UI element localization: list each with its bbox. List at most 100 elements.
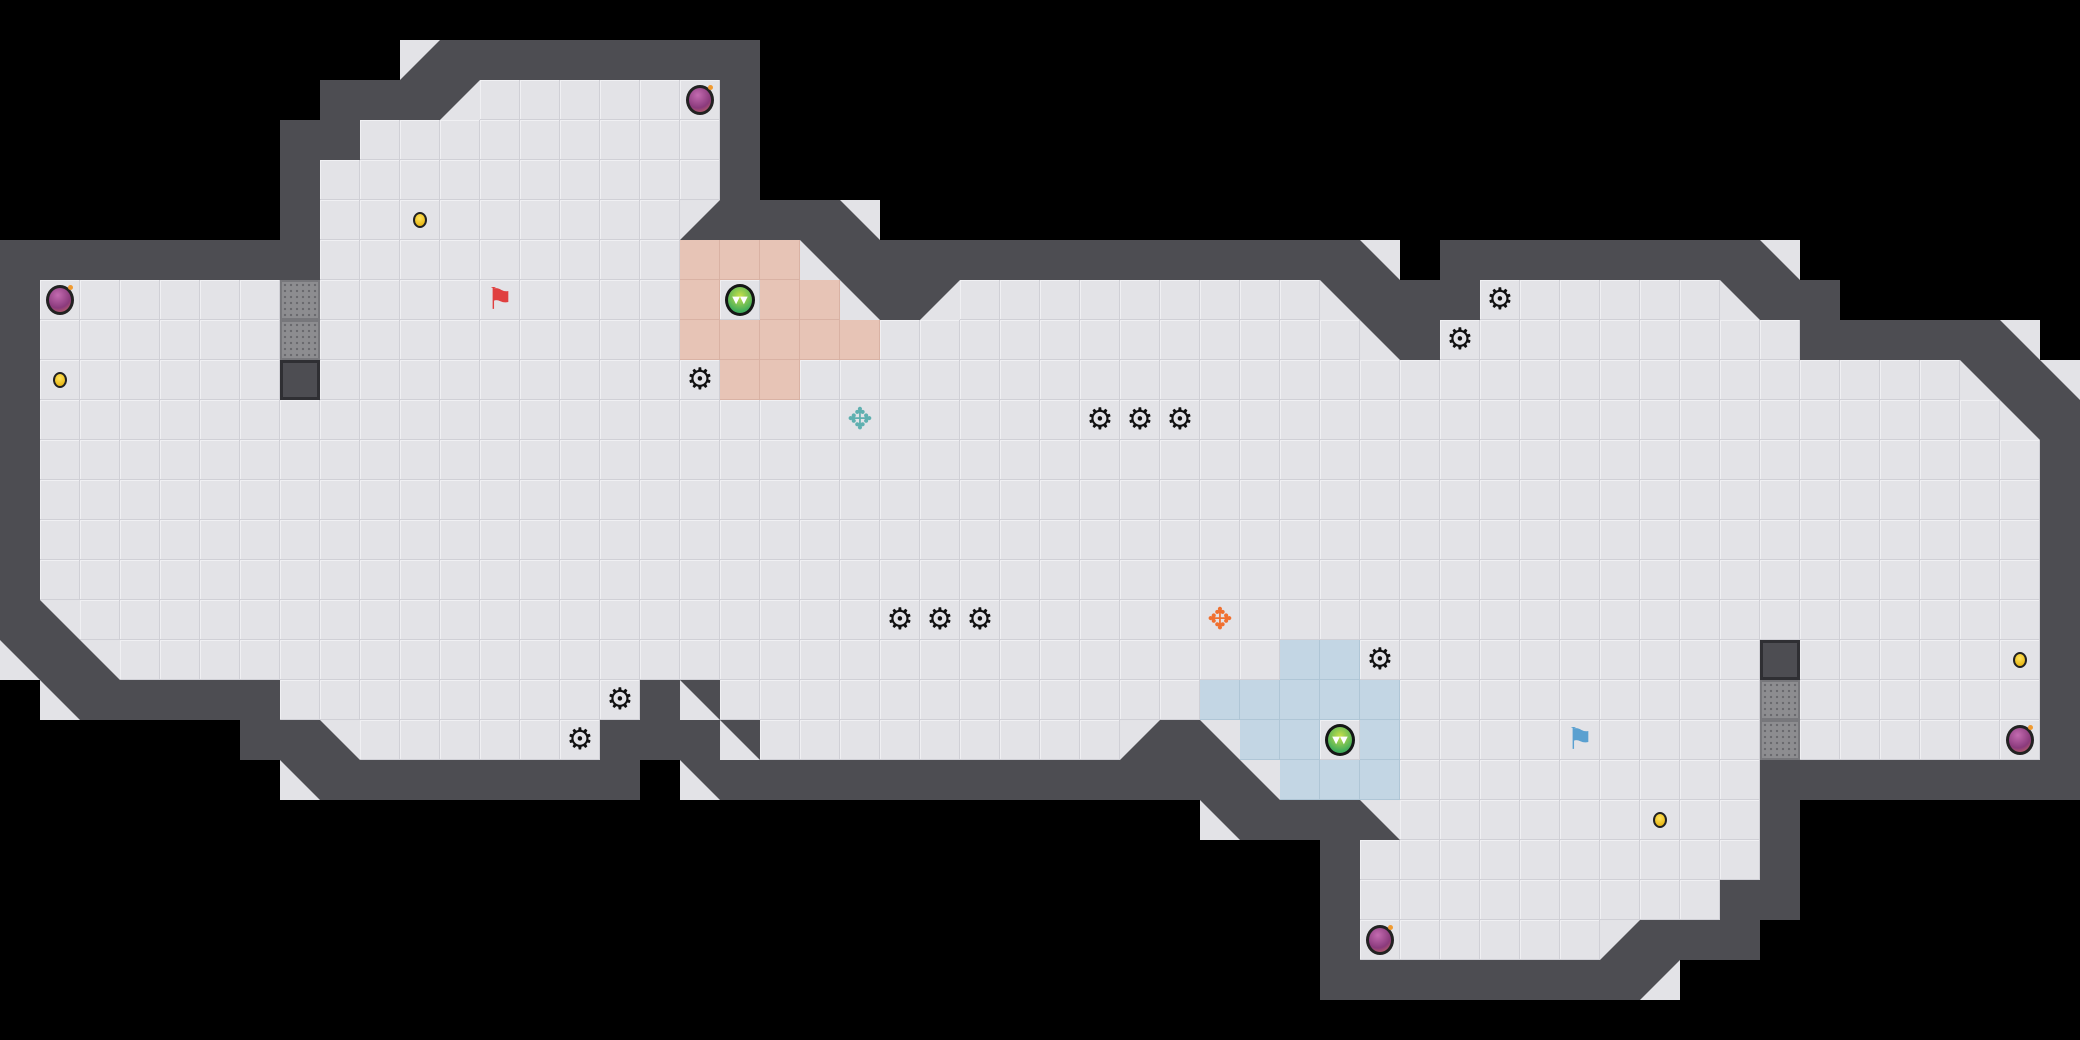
floor-tile xyxy=(760,680,800,720)
floor-tile xyxy=(360,200,400,240)
floor-tile xyxy=(440,360,480,400)
spike-icon: ⚙ xyxy=(1446,322,1474,357)
wall-tile xyxy=(960,240,1000,280)
floor-tile xyxy=(120,400,160,440)
floor-tile xyxy=(1840,480,1880,520)
wall-tile xyxy=(1640,920,1680,960)
floor-tile xyxy=(1080,600,1120,640)
floor-tile xyxy=(80,360,120,400)
floor-tile xyxy=(360,480,400,520)
floor-tile xyxy=(400,600,440,640)
floor-tile xyxy=(840,480,880,520)
floor-tile xyxy=(1720,760,1760,800)
floor-tile xyxy=(520,200,560,240)
wall-triangle xyxy=(1120,720,1160,760)
red-endzone-tile xyxy=(760,360,800,400)
floor-tile xyxy=(1440,320,1480,360)
coin-icon xyxy=(1640,800,1680,840)
floor-tile xyxy=(520,80,560,120)
wall-tile xyxy=(120,680,160,720)
floor-tile xyxy=(1680,840,1720,880)
floor-tile xyxy=(1440,680,1480,720)
floor-tile xyxy=(1200,520,1240,560)
floor-tile xyxy=(560,280,600,320)
floor-tile xyxy=(280,520,320,560)
floor-tile xyxy=(1120,360,1160,400)
floor-tile xyxy=(280,680,320,720)
floor-tile xyxy=(1120,440,1160,480)
ball-icon: ▼▼ xyxy=(1320,720,1360,760)
wall-tile xyxy=(1320,920,1360,960)
wall-triangle xyxy=(1360,320,1400,360)
floor-tile xyxy=(160,360,200,400)
diagonal-wall-tile xyxy=(2000,400,2040,440)
floor-tile xyxy=(1560,720,1600,760)
floor-tile xyxy=(680,400,720,440)
spike-icon: ⚙ xyxy=(1126,402,1154,437)
floor-tile xyxy=(800,680,840,720)
floor-tile xyxy=(1960,720,2000,760)
floor-tile xyxy=(1960,680,2000,720)
floor-tile xyxy=(520,680,560,720)
blue-endzone-tile xyxy=(1240,720,1280,760)
floor-tile xyxy=(1960,400,2000,440)
floor-tile xyxy=(2000,440,2040,480)
diagonal-wall-tile xyxy=(680,680,720,720)
wall-tile xyxy=(1280,240,1320,280)
floor-tile xyxy=(360,440,400,480)
floor-tile xyxy=(1000,600,1040,640)
floor-tile xyxy=(1600,640,1640,680)
floor-tile xyxy=(440,200,480,240)
floor-tile xyxy=(1640,560,1680,600)
diagonal-wall-tile xyxy=(1240,760,1280,800)
blue-endzone-tile xyxy=(1320,640,1360,680)
floor-tile xyxy=(280,440,320,480)
wall-triangle xyxy=(800,240,840,280)
floor-tile xyxy=(1480,800,1520,840)
floor-tile xyxy=(1240,400,1280,440)
red-endzone-tile xyxy=(840,320,880,360)
floor-tile xyxy=(1600,360,1640,400)
floor-tile xyxy=(520,440,560,480)
spike-icon: ⚙ xyxy=(1086,402,1114,437)
spike-icon: ⚙ xyxy=(1366,642,1394,677)
floor-tile xyxy=(200,400,240,440)
wall-tile xyxy=(200,240,240,280)
floor-tile xyxy=(1160,400,1200,440)
floor-tile xyxy=(800,640,840,680)
wall-tile xyxy=(0,600,40,640)
diagonal-wall-tile xyxy=(2040,360,2080,400)
floor-tile xyxy=(520,400,560,440)
floor-tile xyxy=(240,520,280,560)
floor-tile xyxy=(1520,800,1560,840)
floor-tile xyxy=(1480,320,1520,360)
floor-tile xyxy=(680,520,720,560)
floor-tile xyxy=(1160,560,1200,600)
floor-tile xyxy=(840,600,880,640)
diagonal-wall-tile xyxy=(840,200,880,240)
floor-tile xyxy=(1520,720,1560,760)
spike-icon: ⚙ xyxy=(886,602,914,637)
floor-tile xyxy=(880,640,920,680)
floor-tile xyxy=(1560,760,1600,800)
floor-tile xyxy=(960,400,1000,440)
wall-triangle xyxy=(1600,920,1640,960)
wall-triangle xyxy=(720,720,760,760)
floor-tile xyxy=(1440,640,1480,680)
blue-endzone-tile xyxy=(1280,680,1320,720)
floor-tile xyxy=(1200,440,1240,480)
floor-tile xyxy=(560,160,600,200)
wall-tile xyxy=(2040,560,2080,600)
wall-tile xyxy=(760,760,800,800)
floor-tile xyxy=(560,400,600,440)
floor-tile xyxy=(1120,680,1160,720)
gate-tile xyxy=(1760,680,1800,720)
floor-tile xyxy=(1840,440,1880,480)
wall-tile xyxy=(640,720,680,760)
wall-tile xyxy=(1240,800,1280,840)
floor-tile xyxy=(1640,640,1680,680)
floor-tile xyxy=(1440,920,1480,960)
floor-tile xyxy=(1440,600,1480,640)
floor-tile xyxy=(720,480,760,520)
